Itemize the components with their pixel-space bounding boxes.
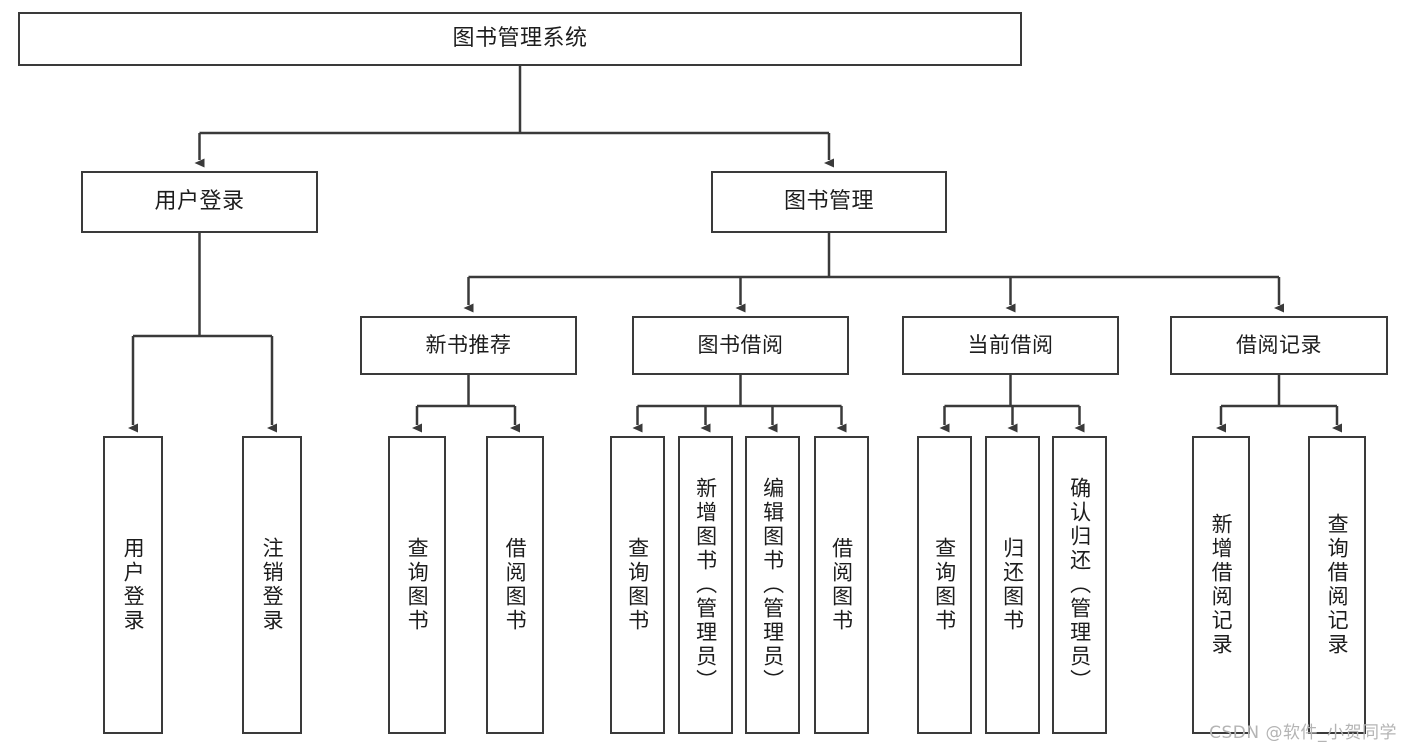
node-leaf-return-book[interactable]: 归还图书	[985, 436, 1040, 734]
edges-group	[128, 66, 1342, 433]
node-label: 用户登录	[121, 537, 146, 633]
node-leaf-user-login[interactable]: 用户登录	[103, 436, 163, 734]
node-leaf-edit-book[interactable]: 编辑图书（管理员）	[745, 436, 800, 734]
node-label: 新书推荐	[425, 333, 512, 358]
node-leaf-query-record[interactable]: 查询借阅记录	[1308, 436, 1366, 734]
node-label: 新增借阅记录	[1209, 513, 1234, 657]
node-label: 当前借阅	[967, 333, 1054, 358]
node-label: 查询图书	[625, 537, 650, 633]
node-leaf-logout[interactable]: 注销登录	[242, 436, 302, 734]
node-label: 查询图书	[405, 537, 430, 633]
node-leaf-confirm-return[interactable]: 确认归还（管理员）	[1052, 436, 1107, 734]
node-leaf-borrow-book[interactable]: 借阅图书	[814, 436, 869, 734]
node-root[interactable]: 图书管理系统	[18, 12, 1022, 66]
node-label: 注销登录	[260, 537, 285, 633]
node-label: 查询图书	[932, 537, 957, 633]
node-book-borrow[interactable]: 图书借阅	[632, 316, 849, 375]
node-leaf-query-book-borrow[interactable]: 查询图书	[610, 436, 665, 734]
node-label: 借阅图书	[829, 537, 854, 633]
node-leaf-add-book[interactable]: 新增图书（管理员）	[678, 436, 733, 734]
node-leaf-add-record[interactable]: 新增借阅记录	[1192, 436, 1250, 734]
node-label: 借阅图书	[503, 537, 528, 633]
node-label: 查询借阅记录	[1325, 513, 1350, 657]
watermark-text: CSDN @软件_小贺同学	[1209, 723, 1397, 743]
node-label: 确认归还（管理员）	[1067, 477, 1092, 693]
node-label: 用户登录	[154, 189, 245, 215]
node-label: 图书管理	[783, 189, 874, 215]
node-label: 编辑图书（管理员）	[760, 477, 785, 693]
node-leaf-query-book-current[interactable]: 查询图书	[917, 436, 972, 734]
node-leaf-borrow-book-recommend[interactable]: 借阅图书	[486, 436, 544, 734]
node-book-management[interactable]: 图书管理	[711, 171, 947, 233]
node-label: 图书借阅	[697, 333, 784, 358]
node-label: 归还图书	[1000, 537, 1025, 633]
node-new-book-recommend[interactable]: 新书推荐	[360, 316, 577, 375]
node-label: 图书管理系统	[452, 26, 588, 52]
node-borrow-records[interactable]: 借阅记录	[1170, 316, 1388, 375]
node-current-borrow[interactable]: 当前借阅	[902, 316, 1119, 375]
node-label: 新增图书（管理员）	[693, 477, 718, 693]
node-label: 借阅记录	[1236, 333, 1322, 358]
node-leaf-query-book-recommend[interactable]: 查询图书	[388, 436, 446, 734]
node-user-login[interactable]: 用户登录	[81, 171, 318, 233]
